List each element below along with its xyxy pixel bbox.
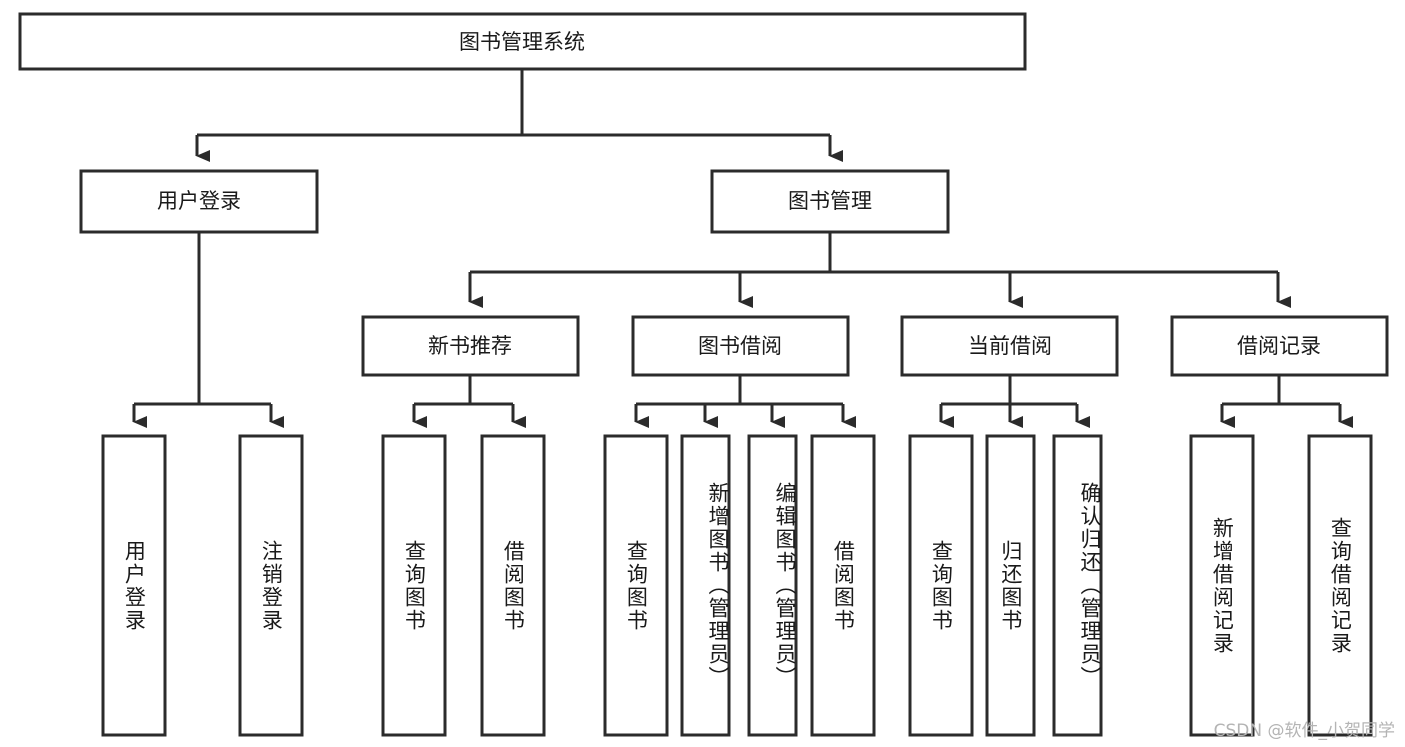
leaf-box-borrow-query[interactable] (603, 434, 669, 737)
node-borrow-record-box[interactable] (1170, 315, 1389, 377)
node-borrow-record-label: 借阅记录 (1237, 334, 1321, 358)
leaf-box-user-logout[interactable] (238, 434, 304, 737)
node-book-manage-label: 图书管理 (788, 189, 872, 213)
node-book-borrow-label: 图书借阅 (698, 334, 782, 358)
leaf-box-borrow-edit[interactable] (747, 434, 798, 737)
leaf-box-borrow-do[interactable] (810, 434, 876, 737)
leaf-box-cur-query[interactable] (908, 434, 974, 737)
node-current-borrow-box[interactable] (900, 315, 1119, 377)
csdn-watermark: CSDN @软件_小贺同学 (1213, 721, 1395, 741)
leaf-box-borrow-add[interactable] (680, 434, 731, 737)
node-book-manage-box[interactable] (710, 169, 950, 234)
leaf-box-user-login[interactable] (101, 434, 167, 737)
leaf-box-rec-borrow[interactable] (480, 434, 546, 737)
node-root-label: 图书管理系统 (459, 30, 585, 54)
leaf-box-rec-query[interactable] (381, 434, 447, 737)
node-root-box[interactable] (18, 12, 1027, 71)
node-new-book-rec-label: 新书推荐 (428, 334, 512, 358)
node-user-login-label: 用户登录 (157, 189, 241, 213)
node-new-book-rec-box[interactable] (361, 315, 580, 377)
leaf-box-cur-return[interactable] (985, 434, 1036, 737)
leaf-box-record-query[interactable] (1307, 434, 1373, 737)
leaf-box-cur-confirm[interactable] (1052, 434, 1103, 737)
node-current-borrow-label: 当前借阅 (968, 334, 1052, 358)
node-book-borrow-box[interactable] (631, 315, 850, 377)
leaf-box-record-add[interactable] (1189, 434, 1255, 737)
